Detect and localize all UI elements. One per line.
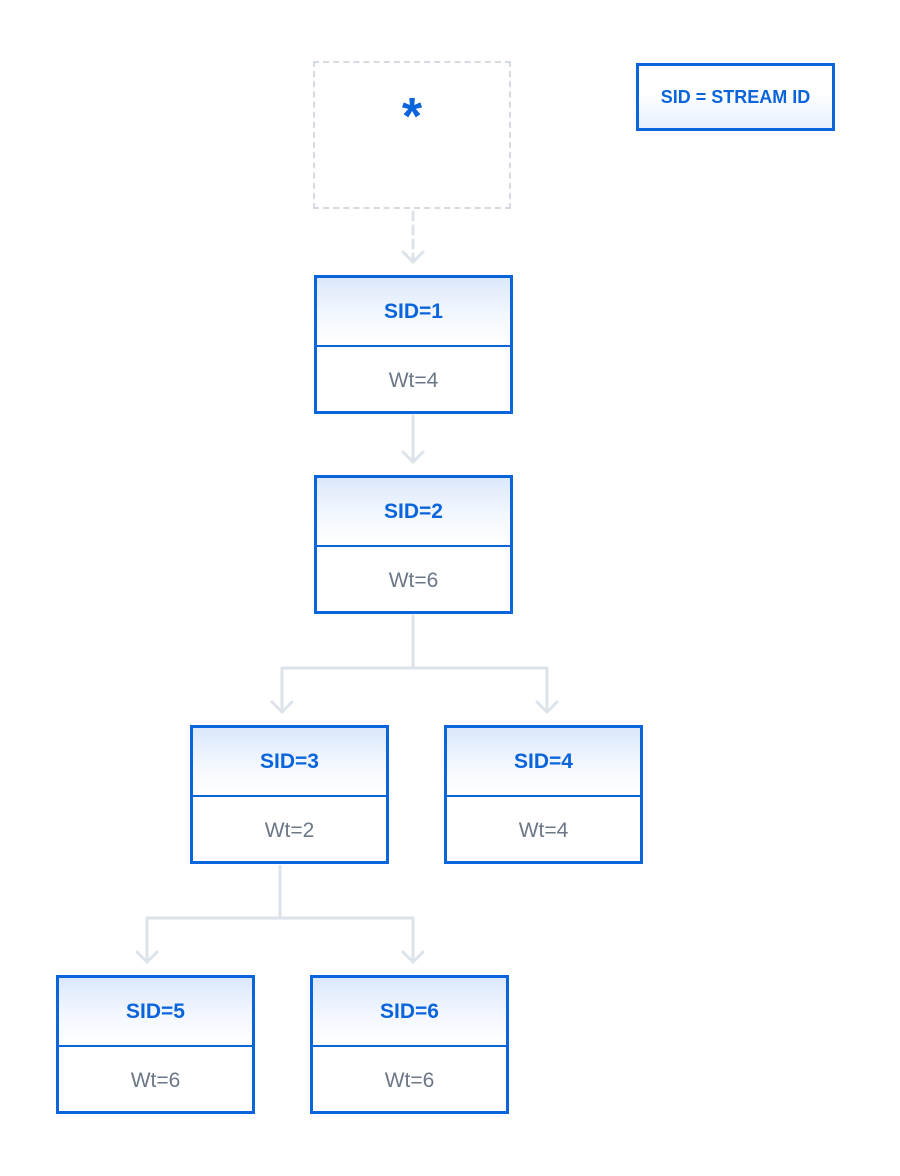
node-weight-label: Wt=2 — [264, 818, 315, 842]
node-sid-label: SID=2 — [317, 478, 510, 547]
arrowhead-sid4 — [535, 700, 559, 714]
node-weight-label: Wt=6 — [388, 568, 439, 592]
node-sid-label: SID=6 — [313, 978, 506, 1047]
root-asterisk: * — [401, 88, 423, 146]
node-sid-5: SID=5 Wt=6 — [56, 975, 255, 1114]
arrowhead-sid5 — [135, 950, 159, 964]
arrowhead-sid6 — [401, 950, 425, 964]
node-weight-label: Wt=6 — [130, 1068, 181, 1092]
node-sid-label: SID=1 — [317, 278, 510, 347]
node-sid-2: SID=2 Wt=6 — [314, 475, 513, 614]
node-sid-label: SID=5 — [59, 978, 252, 1047]
legend-box: SID = STREAM ID — [636, 63, 835, 131]
node-weight-label: Wt=4 — [518, 818, 569, 842]
node-sid-label: SID=3 — [193, 728, 386, 797]
node-sid-1: SID=1 Wt=4 — [314, 275, 513, 414]
node-sid-4: SID=4 Wt=4 — [444, 725, 643, 864]
arrowhead-sid3 — [270, 700, 294, 714]
node-sid-6: SID=6 Wt=6 — [310, 975, 509, 1114]
node-sid-label: SID=4 — [447, 728, 640, 797]
node-weight-label: Wt=6 — [384, 1068, 435, 1092]
arrowhead-sid2 — [401, 450, 425, 464]
arrowhead-sid1 — [401, 250, 425, 264]
legend-text: SID = STREAM ID — [660, 86, 811, 107]
node-weight-label: Wt=4 — [388, 368, 439, 392]
root-node: * — [313, 61, 511, 209]
node-sid-3: SID=3 Wt=2 — [190, 725, 389, 864]
